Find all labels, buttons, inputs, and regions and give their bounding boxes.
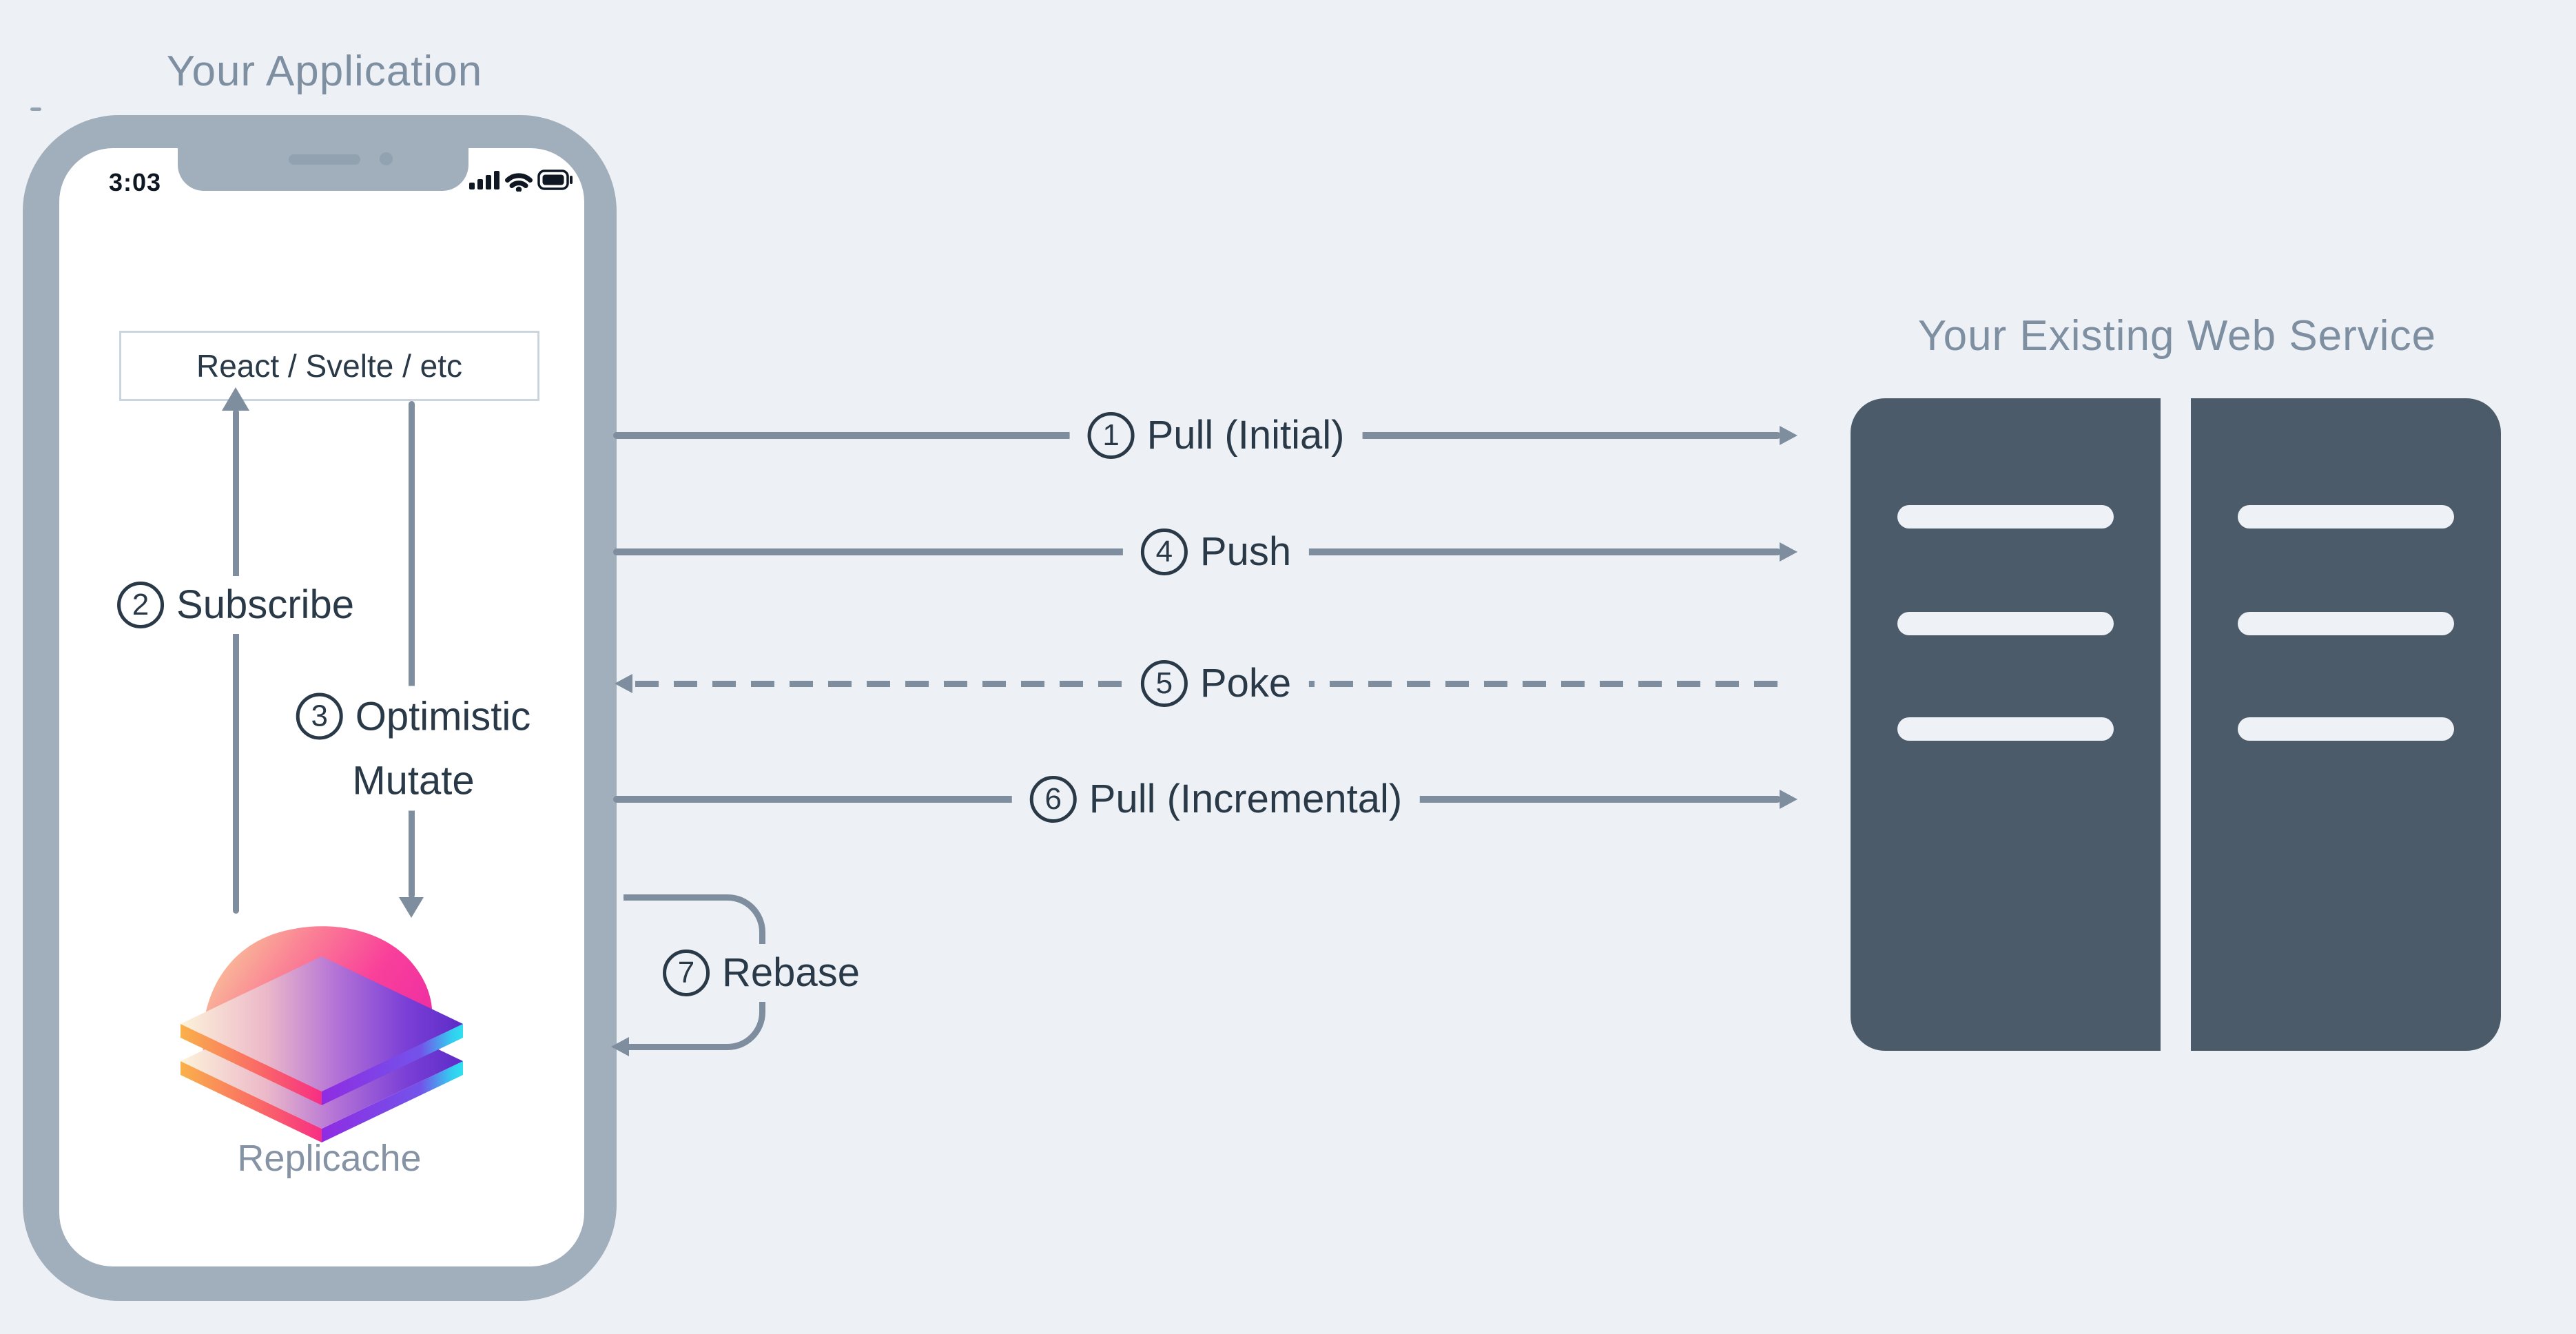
subscribe-label-text: Subscribe xyxy=(176,582,354,628)
logo-middle-edge-right xyxy=(322,1024,463,1105)
status-icons xyxy=(469,168,573,195)
status-time: 3:03 xyxy=(109,168,162,196)
step-circle: 4 xyxy=(1140,529,1188,575)
signal-icon xyxy=(469,171,499,189)
logo-middle-edge-left xyxy=(181,1024,322,1105)
server-rack xyxy=(1851,398,2161,1051)
arrowhead-right-icon xyxy=(1780,542,1797,562)
rebase-loop-bottom xyxy=(624,999,765,1050)
step-circle: 5 xyxy=(1140,660,1188,707)
server-slot xyxy=(1897,612,2114,635)
flow-label-text: Push xyxy=(1199,529,1292,575)
server-slot xyxy=(1897,717,2114,741)
subscribe-label: 2 Subscribe xyxy=(99,576,372,634)
step-circle: 3 xyxy=(296,692,343,740)
server-rack xyxy=(2191,398,2501,1051)
optimistic-label-text: Optimistic xyxy=(355,694,531,739)
flow-pull-initial-label: 1 Pull (Initial) xyxy=(1069,407,1363,464)
arrowhead-right-icon xyxy=(1780,790,1797,809)
flow-pull-incremental-label: 6 Pull (Incremental) xyxy=(1011,770,1421,828)
speaker-slot-icon xyxy=(289,154,360,165)
logo-middle-face xyxy=(181,956,463,1091)
step-circle: 1 xyxy=(1087,412,1135,459)
application-title: Your Application xyxy=(166,48,483,95)
step-circle: 7 xyxy=(663,950,710,996)
step-circle: 6 xyxy=(1029,776,1077,823)
mutate-label-text: Mutate xyxy=(352,758,475,803)
web-service-title: Your Existing Web Service xyxy=(1917,312,2437,360)
camera-dot-icon xyxy=(380,152,393,165)
flow-label-text: Pull (Initial) xyxy=(1146,413,1345,458)
flow-label-text: Poke xyxy=(1199,661,1292,706)
server-slot xyxy=(1897,505,2114,529)
logo-lower-edge-right xyxy=(322,1061,463,1142)
framework-box: React / Svelte / etc xyxy=(119,331,539,401)
subscribe-arrow-line xyxy=(233,409,239,914)
optimistic-mutate-label: 3 Optimistic Mutate xyxy=(282,686,545,811)
flow-label-text: Rebase xyxy=(722,950,860,996)
framework-box-label: React / Svelte / etc xyxy=(196,348,463,384)
stray-dash xyxy=(30,107,41,111)
server-slot xyxy=(2238,612,2454,635)
flow-label-text: Pull (Incremental) xyxy=(1089,777,1403,822)
flow-rebase-label: 7 Rebase xyxy=(645,944,878,1002)
server-slot xyxy=(2238,717,2454,741)
server-slot xyxy=(2238,505,2454,529)
arrowhead-left-icon xyxy=(615,674,632,693)
mutate-arrow-line xyxy=(409,401,415,899)
step-circle: 2 xyxy=(117,582,165,628)
arrowhead-right-icon xyxy=(1780,426,1797,445)
arrowhead-left-icon xyxy=(611,1037,629,1056)
replicache-caption: Replicache xyxy=(237,1138,422,1179)
flow-poke-label: 5 Poke xyxy=(1122,655,1310,712)
replicache-logo xyxy=(176,925,467,1146)
logo-lower-edge-left xyxy=(181,1061,322,1142)
mutate-arrowhead-down-icon xyxy=(399,897,424,918)
subscribe-arrowhead-up-icon xyxy=(222,387,249,411)
flow-push-label: 4 Push xyxy=(1122,523,1310,581)
rebase-loop-top xyxy=(624,894,765,945)
battery-icon xyxy=(537,170,573,190)
wifi-icon xyxy=(505,173,533,193)
